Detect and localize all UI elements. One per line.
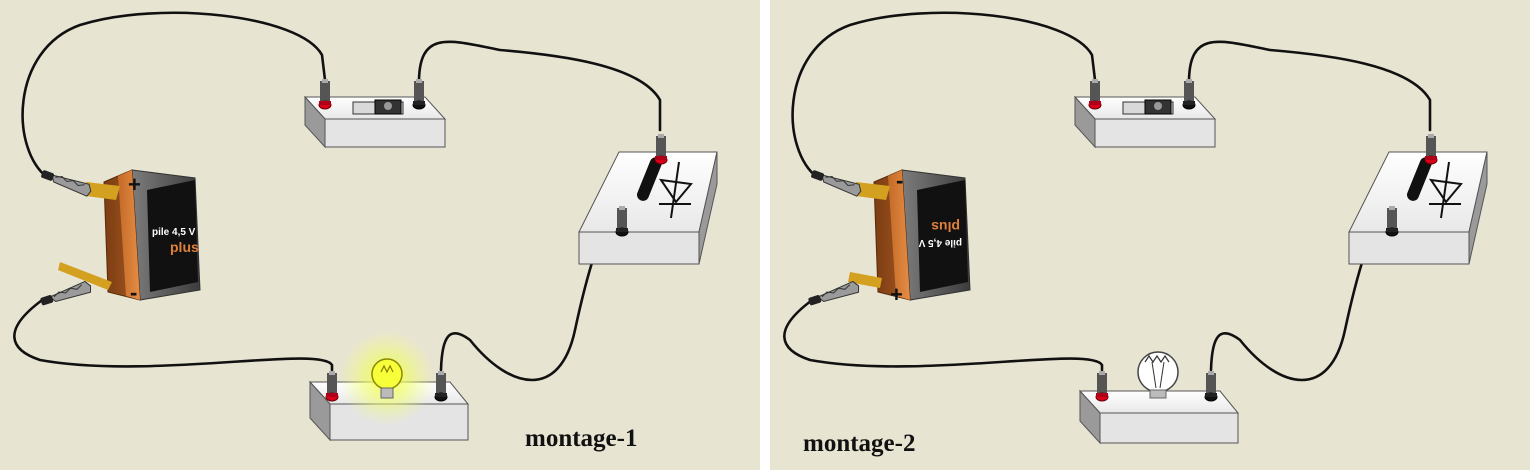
diode-box [578, 151, 718, 265]
wire [1187, 40, 1432, 132]
battery-brand: pile 4,5 V [152, 227, 196, 238]
montage-2: pile 4,5 V plus - + montage-2 [783, 11, 1488, 457]
wire [783, 296, 1104, 372]
switch-box [304, 96, 446, 148]
battery-top-terminal: - [896, 168, 903, 193]
montage-1: pile 4,5 V plus + - montage-1 [13, 11, 718, 452]
diode-symbol-icon [658, 161, 693, 219]
battery-bottom-terminal: - [130, 280, 137, 305]
battery-bottom-terminal: + [890, 282, 903, 307]
battery-name: plus [931, 219, 960, 235]
wire [791, 11, 1097, 180]
switch-icon[interactable] [374, 99, 402, 115]
wire [13, 296, 334, 372]
lamp-box [1078, 389, 1240, 445]
montage-label: montage-1 [525, 425, 637, 452]
battery: pile 4,5 V plus + - [58, 169, 201, 305]
wire [417, 40, 662, 132]
battery: pile 4,5 V plus - + [848, 168, 971, 307]
switch-icon[interactable] [1144, 99, 1172, 115]
battery-top-terminal: + [128, 172, 141, 197]
bulb-icon [1137, 351, 1179, 399]
bulb-icon [371, 358, 403, 399]
montage-label: montage-2 [803, 430, 915, 457]
wire [21, 11, 327, 180]
switch-box [1074, 96, 1216, 148]
diode-box [1348, 151, 1488, 265]
battery-name: plus [170, 239, 199, 255]
diode-symbol-icon [1428, 161, 1463, 219]
battery-brand: pile 4,5 V [918, 237, 962, 248]
